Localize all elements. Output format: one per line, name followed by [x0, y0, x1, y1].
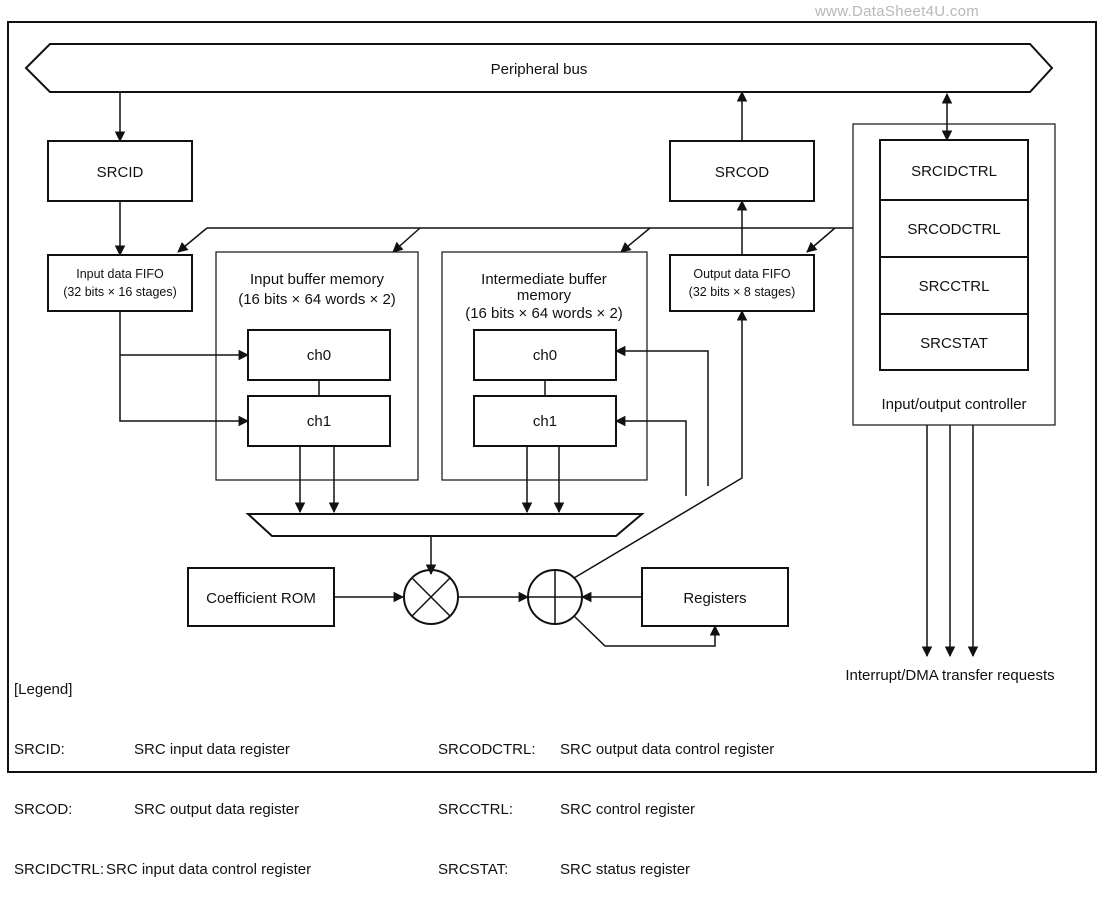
legend-key: SRCODCTRL: — [438, 741, 536, 758]
outer-frame — [7, 21, 1097, 773]
src-block-diagram: Peripheral bus SRCID SRCOD Input data FI… — [7, 21, 1097, 773]
legend-desc: SRC input data control register — [106, 861, 312, 878]
input-ch1-label: ch1 — [307, 413, 331, 430]
output-fifo-label-1: Output data FIFO — [693, 267, 791, 281]
legend-left: SRCID: SRC input data register SRCOD: SRC … — [14, 700, 311, 900]
input-fifo-block — [47, 254, 193, 312]
intermediate-buffer-label-2: memory — [517, 287, 572, 304]
input-fifo-label-1: Input data FIFO — [76, 267, 164, 281]
srcidctrl-label: SRCIDCTRL — [911, 163, 997, 180]
srcctrl-label: SRCCTRL — [919, 278, 990, 295]
intermediate-buffer-label-1: Intermediate buffer — [481, 271, 607, 288]
input-ch0-label: ch0 — [307, 347, 331, 364]
legend-item-srcodctrl: SRCODCTRL: SRC output data control regist… — [438, 740, 774, 760]
legend-desc: SRC output data register — [134, 801, 300, 818]
interrupt-dma-label: Interrupt/DMA transfer requests — [845, 667, 1054, 684]
mux — [245, 513, 645, 537]
legend-key: SRCIDCTRL: — [14, 861, 105, 878]
legend-desc: SRC control register — [560, 801, 696, 818]
srcstat-label: SRCSTAT — [920, 335, 988, 352]
peripheral-bus — [24, 43, 1054, 93]
intermediate-ch1-label: ch1 — [533, 413, 557, 430]
io-controller-label: Input/output controller — [881, 396, 1026, 413]
legend-item-srcstat: SRCSTAT: SRC status register — [438, 860, 774, 880]
legend-right: SRCODCTRL: SRC output data control regist… — [438, 700, 774, 900]
input-fifo-label-2: (32 bits × 16 stages) — [63, 285, 177, 299]
srcod-label: SRCOD — [715, 164, 769, 181]
input-buffer-memory — [215, 251, 419, 481]
legend-item-srcod: SRCOD: SRC output data register — [14, 800, 311, 820]
input-buffer-label-2: (16 bits × 64 words × 2) — [238, 291, 396, 308]
srcodctrl-label: SRCODCTRL — [907, 221, 1000, 238]
io-controller-block — [852, 123, 1056, 426]
intermediate-buffer-label-3: (16 bits × 64 words × 2) — [465, 305, 623, 322]
legend-key: SRCID: — [14, 741, 65, 758]
input-buffer-label-1: Input buffer memory — [250, 271, 384, 288]
legend-desc: SRC output data control register — [560, 741, 775, 758]
legend-item-srcid: SRCID: SRC input data register — [14, 740, 311, 760]
registers-label: Registers — [683, 590, 746, 607]
legend-key: SRCCTRL: — [438, 801, 514, 818]
legend-desc: SRC status register — [560, 861, 691, 878]
legend-desc: SRC input data register — [134, 741, 290, 758]
intermediate-ch0-label: ch0 — [533, 347, 557, 364]
bus-label: Peripheral bus — [491, 61, 588, 78]
legend-title: [Legend] — [14, 681, 73, 698]
legend-key: SRCOD: — [14, 801, 73, 818]
intermediate-buffer-memory — [441, 251, 648, 481]
watermark: www.DataSheet4U.com — [815, 3, 980, 20]
legend-item-srcctrl: SRCCTRL: SRC control register — [438, 800, 774, 820]
legend-key: SRCSTAT: — [438, 861, 509, 878]
srcid-label: SRCID — [97, 164, 144, 181]
coefficient-rom-label: Coefficient ROM — [206, 590, 316, 607]
output-fifo-label-2: (32 bits × 8 stages) — [689, 285, 796, 299]
legend-item-srcidctrl: SRCIDCTRL:SRC input data control registe… — [14, 860, 311, 880]
output-fifo-block — [669, 254, 815, 312]
